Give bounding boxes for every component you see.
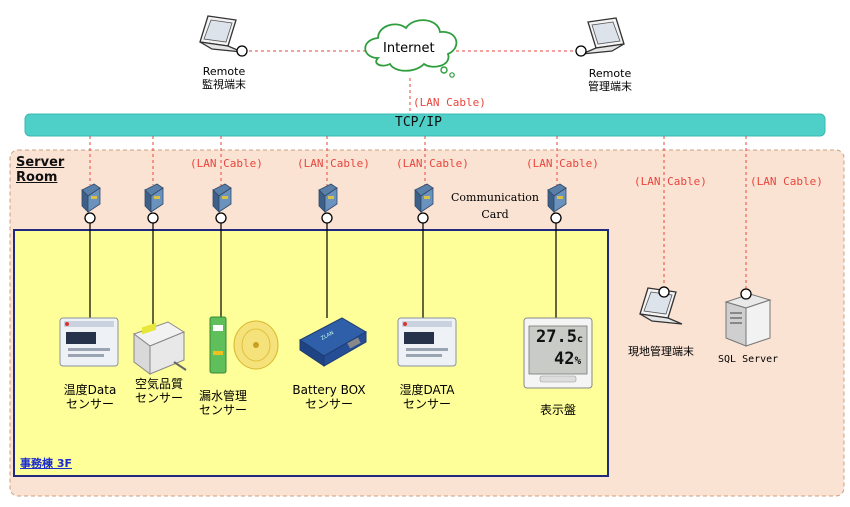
remote-monitor-line2: 監視端末 (202, 77, 246, 91)
remote-monitor-label: Remote 監視端末 (196, 65, 252, 91)
converter-module-icon (212, 183, 232, 224)
device-label-temp: 温度Data センサー (46, 383, 134, 412)
device-label-line2: センサー (402, 396, 451, 411)
server-tower-icon (724, 288, 772, 347)
device-label-line1: 表示盤 (539, 403, 576, 417)
office-label: 事務棟 3F (20, 457, 72, 470)
leak-sensor-icon (209, 316, 279, 374)
laptop-icon (639, 286, 683, 325)
server-room-label: Server Room (16, 155, 65, 186)
device-label-line2: センサー (65, 396, 114, 411)
remote-monitor-line1: Remote (202, 65, 246, 78)
device-label-line1: 湿度DATA (399, 383, 455, 397)
communication-card-label: Communication Card (445, 190, 545, 223)
laptop-icon (199, 15, 248, 57)
device-label-line1: 漏水管理 (198, 389, 247, 403)
converter-module-icon (547, 183, 567, 224)
air-quality-sensor-icon (132, 321, 187, 375)
tcpip-label: TCP/IP (395, 115, 442, 130)
converter-module-icon (414, 183, 434, 224)
device-label-air: 空気品質 センサー (126, 377, 192, 406)
lan-cable-label-4: (LAN Cable) (526, 157, 599, 170)
device-label-line1: 温度Data (63, 383, 117, 397)
display-temp-unit: c (576, 334, 583, 345)
lan-cable-label-5: (LAN Cable) (634, 175, 707, 188)
converter-module-icon (144, 183, 164, 224)
device-label-line2: センサー (134, 390, 183, 405)
svg-text:ZLAN: ZLAN (320, 330, 335, 342)
remote-admin-line2: 管理端末 (588, 79, 632, 93)
device-label-leak: 漏水管理 センサー (190, 389, 256, 418)
display-temp-readout: 27.5c (536, 327, 583, 348)
server-room-line1: Server (16, 155, 65, 170)
display-panel-icon (523, 317, 593, 389)
converter-module-icon (318, 183, 338, 224)
lan-cable-label-6: (LAN Cable) (750, 175, 823, 188)
lan-cable-label-2: (LAN Cable) (297, 157, 370, 170)
display-humidity-readout: 42% (554, 349, 582, 370)
device-label-line2: センサー (304, 396, 353, 411)
device-label-line1: 空気品質 (134, 377, 183, 391)
converter-module-icon (81, 183, 101, 224)
display-humidity-unit: % (574, 354, 582, 367)
device-label-humidity: 湿度DATA センサー (388, 383, 466, 412)
device-label-line1: Battery BOX (292, 383, 366, 397)
display-temp-value: 27.5 (536, 327, 577, 347)
internet-label: Internet (383, 41, 435, 56)
remote-admin-label: Remote 管理端末 (582, 67, 638, 93)
display-humidity-value: 42 (554, 349, 575, 369)
laptop-icon (575, 17, 625, 57)
lan-cable-label-1: (LAN Cable) (190, 157, 263, 170)
cloud-icon (364, 19, 458, 78)
device-label-battery: Battery BOX センサー (282, 383, 376, 412)
local-terminal-label: 現地管理端末 (628, 345, 694, 358)
communication-card-line2: Card (481, 207, 509, 221)
sql-server-label: SQL Server (718, 354, 779, 365)
device-label-line2: センサー (198, 402, 247, 417)
device-label-display: 表示盤 (526, 403, 590, 418)
lan-cable-label-top: (LAN Cable) (413, 96, 486, 109)
battery-box-icon: ZLAN (299, 317, 367, 367)
communication-card-line1: Communication (451, 191, 539, 204)
meter-sensor-icon (397, 317, 457, 367)
meter-sensor-icon (59, 317, 119, 367)
server-room-line2: Room (16, 169, 58, 185)
remote-admin-line1: Remote (588, 67, 632, 80)
lan-cable-label-3: (LAN Cable) (396, 157, 469, 170)
